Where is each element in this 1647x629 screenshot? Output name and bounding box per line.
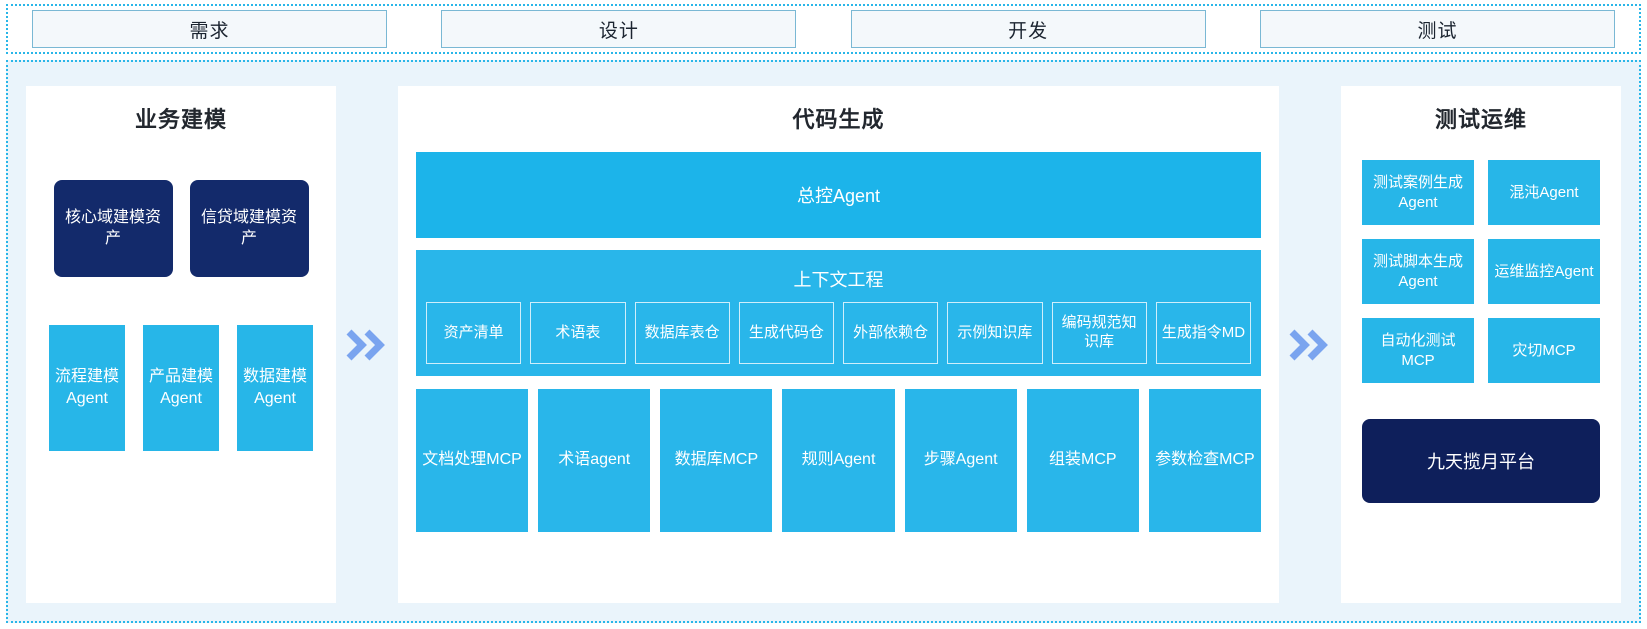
context-engineering-title: 上下文工程 — [793, 270, 884, 290]
operations-monitoring-agent[interactable]: 运维监控Agent — [1488, 239, 1600, 304]
panel-title-business-modeling: 业务建模 — [134, 107, 227, 132]
main-region: 业务建模 核心域建模资产 信贷域建模资产 流程建模Agent 产品建模Agent… — [6, 60, 1641, 623]
context-item-asset-list[interactable]: 资产清单 — [426, 302, 522, 364]
platform-label: 九天揽月平台 — [1427, 452, 1535, 472]
tool-label: 文档处理MCP — [422, 451, 522, 469]
context-item-coding-standard-knowledge-base[interactable]: 编码规范知识库 — [1051, 302, 1147, 364]
double-chevron-right-icon-left — [336, 86, 398, 603]
panel-title-code-generation: 代码生成 — [792, 107, 885, 132]
disaster-recovery-mcp[interactable]: 灾切MCP — [1488, 318, 1600, 383]
tool-label: 术语agent — [558, 451, 631, 469]
agent-label: 流程建模Agent — [54, 368, 119, 407]
asset-credit-domain[interactable]: 信贷域建模资产 — [189, 180, 309, 277]
agent-product-modeling[interactable]: 产品建模Agent — [143, 325, 219, 451]
context-item-label: 示例知识库 — [957, 323, 1033, 341]
test-ops-label: 测试脚本生成Agent — [1372, 253, 1463, 290]
panel-business-modeling: 业务建模 核心域建模资产 信贷域建模资产 流程建模Agent 产品建模Agent… — [26, 86, 336, 603]
tool-document-processing-mcp[interactable]: 文档处理MCP — [416, 389, 529, 532]
asset-row: 核心域建模资产 信贷域建模资产 — [53, 180, 309, 277]
controller-agent-label: 总控Agent — [796, 186, 881, 206]
tool-label: 步骤Agent — [923, 451, 998, 469]
test-ops-label: 混沌Agent — [1509, 183, 1579, 201]
modeling-agent-row: 流程建模Agent 产品建模Agent 数据建模Agent — [49, 325, 313, 451]
chaos-agent[interactable]: 混沌Agent — [1488, 160, 1600, 225]
context-item-label: 数据库表仓 — [644, 323, 720, 341]
phase-box-design[interactable]: 设计 — [441, 10, 797, 48]
tool-row: 文档处理MCP 术语agent 数据库MCP 规则Agent 步骤Agent 组… — [416, 389, 1261, 532]
asset-label: 信贷域建模资产 — [200, 208, 297, 247]
test-case-generation-agent[interactable]: 测试案例生成Agent — [1362, 160, 1474, 225]
asset-label: 核心域建模资产 — [64, 208, 161, 247]
context-item-row: 资产清单 术语表 数据库表仓 生成代码仓 外部依赖仓 示例知 — [426, 302, 1251, 364]
phase-label: 需求 — [189, 20, 230, 42]
tool-step-agent[interactable]: 步骤Agent — [904, 389, 1017, 532]
context-item-external-dependency-repo[interactable]: 外部依赖仓 — [843, 302, 939, 364]
test-ops-label: 灾切MCP — [1512, 341, 1576, 359]
panel-title-test-operations: 测试运维 — [1434, 107, 1527, 132]
context-item-label: 术语表 — [555, 323, 601, 341]
phase-label: 测试 — [1417, 20, 1458, 42]
context-item-example-knowledge-base[interactable]: 示例知识库 — [947, 302, 1043, 364]
automated-test-mcp[interactable]: 自动化测试MCP — [1362, 318, 1474, 383]
agent-label: 产品建模Agent — [148, 368, 213, 407]
panel-code-generation: 代码生成 总控Agent 上下文工程 资产清单 术语表 数据库表仓 — [398, 86, 1279, 603]
test-ops-label: 测试案例生成Agent — [1372, 174, 1463, 211]
agent-label: 数据建模Agent — [242, 368, 307, 407]
tool-parameter-check-mcp[interactable]: 参数检查MCP — [1148, 389, 1261, 532]
tool-glossary-agent[interactable]: 术语agent — [538, 389, 651, 532]
phase-box-development[interactable]: 开发 — [850, 10, 1206, 48]
controller-agent-bar[interactable]: 总控Agent — [416, 152, 1261, 238]
context-item-db-table-repo[interactable]: 数据库表仓 — [634, 302, 730, 364]
context-item-generation-instruction-md[interactable]: 生成指令MD — [1155, 302, 1251, 364]
agent-data-modeling[interactable]: 数据建模Agent — [237, 325, 313, 451]
context-item-label: 外部依赖仓 — [853, 323, 929, 341]
tool-rule-agent[interactable]: 规则Agent — [782, 389, 895, 532]
test-ops-label: 自动化测试MCP — [1380, 332, 1456, 369]
agent-process-modeling[interactable]: 流程建模Agent — [49, 325, 125, 451]
phase-strip: 需求 设计 开发 测试 — [6, 4, 1641, 54]
tool-label: 参数检查MCP — [1155, 451, 1255, 469]
test-ops-grid: 测试案例生成Agent 混沌Agent 测试脚本生成Agent 运维监控Agen… — [1362, 160, 1600, 383]
tool-label: 规则Agent — [801, 451, 876, 469]
asset-core-domain[interactable]: 核心域建模资产 — [53, 180, 173, 277]
phase-label: 设计 — [598, 20, 639, 42]
context-engineering-block: 上下文工程 资产清单 术语表 数据库表仓 生成代码仓 外部依赖仓 — [416, 250, 1261, 376]
tool-database-mcp[interactable]: 数据库MCP — [660, 389, 773, 532]
context-item-label: 生成指令MD — [1161, 323, 1246, 341]
phase-label: 开发 — [1008, 20, 1049, 42]
double-chevron-right-icon-right — [1279, 86, 1341, 603]
phase-box-requirement[interactable]: 需求 — [32, 10, 387, 48]
tool-label: 数据库MCP — [674, 451, 759, 469]
panel-test-operations: 测试运维 测试案例生成Agent 混沌Agent 测试脚本生成Agent 运维监… — [1341, 86, 1621, 603]
context-item-label: 资产清单 — [443, 323, 504, 341]
tool-label: 组装MCP — [1048, 451, 1117, 469]
context-item-generated-code-repo[interactable]: 生成代码仓 — [738, 302, 834, 364]
platform-box-jiutian-lanyue[interactable]: 九天揽月平台 — [1362, 419, 1600, 503]
context-item-glossary[interactable]: 术语表 — [530, 302, 626, 364]
context-item-label: 编码规范知识库 — [1061, 314, 1137, 350]
phase-box-testing[interactable]: 测试 — [1259, 10, 1615, 48]
test-script-generation-agent[interactable]: 测试脚本生成Agent — [1362, 239, 1474, 304]
context-item-label: 生成代码仓 — [748, 323, 824, 341]
test-ops-label: 运维监控Agent — [1494, 262, 1594, 280]
tool-assembly-mcp[interactable]: 组装MCP — [1026, 389, 1139, 532]
